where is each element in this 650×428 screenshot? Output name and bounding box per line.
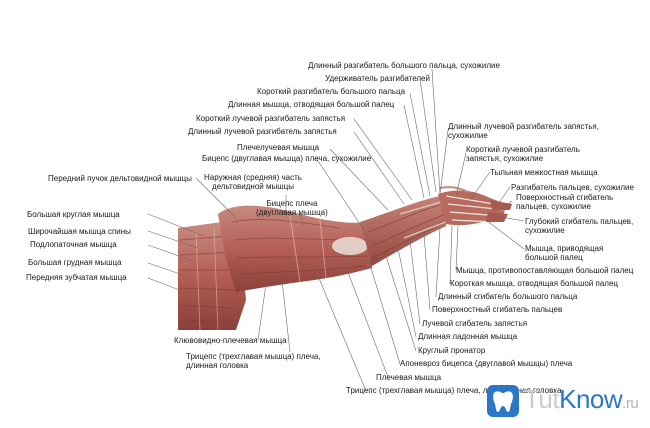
label-ecrl-tendon-line2: сухожилие	[448, 131, 488, 140]
label-middle-deltoid-line2: дельтовидной мышцы	[211, 182, 294, 191]
label-triceps-long-head-line2: длинная головка	[186, 361, 249, 370]
label-extensor-pollicis-brevis: Короткий разгибатель большого пальца	[257, 87, 406, 96]
label-dorsal-interosseous: Тыльная межкостная мышца	[490, 168, 598, 177]
label-teres-major: Большая круглая мышца	[27, 210, 120, 219]
label-ecrb-tendon-line2: запястья, сухожилие	[466, 154, 544, 163]
label-pectoralis-major: Большая грудная мышца	[28, 258, 122, 267]
hand-muscles	[438, 186, 512, 226]
label-abductor-pollicis-longus: Длинная мышца, отводящая большой палец	[228, 100, 395, 109]
label-biceps-brachii-line2: (двуглавая мышца)	[256, 208, 328, 217]
label-biceps-brachii: Бицепс плеча (двуглавая мышца)	[256, 199, 328, 217]
label-adductor-pollicis: Мышца, приводящая большой палец	[525, 244, 603, 262]
label-fdp-tendon: Глубокий сгибатель пальцев, сухожилие	[525, 217, 633, 235]
label-extensor-digitorum-tendon: Разгибатель пальцев, сухожилие	[511, 183, 634, 192]
label-flexor-digitorum-superficialis: Поверхностный сгибатель пальцев	[432, 305, 563, 314]
label-flexor-carpi-radialis: Лучевой сгибатель запястья	[422, 319, 528, 328]
logo-word-tut: Tut	[524, 384, 560, 414]
label-serratus-anterior: Передняя зубчатая мышца	[26, 273, 127, 282]
label-bicipital-aponeurosis: Апоневроз бицепса (двуглавой мышцы) плеч…	[400, 359, 573, 368]
label-subscapularis: Подлопаточная мышца	[30, 240, 117, 249]
logo-wordmark: TutKnow.ru	[524, 383, 639, 420]
label-biceps-brachii-line1: Бицепс плеча	[266, 199, 318, 208]
label-middle-deltoid-line1: Наружная (средняя) часть	[204, 173, 302, 182]
label-flexor-pollicis-longus: Длинный сгибатель большого пальца	[438, 292, 578, 301]
label-coracobrachialis: Клювовидно-плечевая мышца	[174, 336, 287, 345]
label-brachialis: Плечевая мышца	[376, 373, 442, 382]
label-extensor-carpi-radialis-longus: Длинный лучевой разгибатель запястья	[188, 127, 337, 136]
label-brachioradialis: Плечелучевая мышца	[237, 143, 320, 152]
label-ecrb-tendon-line1: Короткий лучевой разгибатель	[466, 145, 580, 154]
label-fds-tendon: Поверхностный сгибатель пальцев, сухожил…	[516, 193, 613, 211]
label-middle-deltoid: Наружная (средняя) часть дельтовидной мы…	[204, 173, 302, 191]
label-adductor-pollicis-line2: большой палец	[525, 253, 583, 262]
label-ecrb-tendon: Короткий лучевой разгибатель запястья, с…	[466, 145, 580, 163]
tooth-logo-icon	[487, 385, 519, 417]
leader-lines	[147, 68, 525, 392]
label-extensor-pollicis-longus-tendon: Длинный разгибатель большого пальца, сух…	[308, 61, 500, 70]
label-fdp-tendon-line1: Глубокий сгибатель пальцев,	[525, 217, 634, 226]
upper-arm-muscles	[218, 205, 372, 292]
logo-word-know: Know	[559, 384, 623, 414]
label-abductor-pollicis-brevis: Короткая мышца, отводящая большой палец	[450, 279, 619, 288]
forearm-muscles	[360, 196, 449, 266]
label-extensor-retinaculum: Удерживатель разгибателей	[325, 74, 430, 83]
label-extensor-carpi-radialis-brevis: Короткий лучевой разгибатель запястья	[196, 114, 346, 123]
label-ecrl-tendon: Длинный лучевой разгибатель запястья, су…	[448, 122, 599, 140]
label-fds-tendon-line2: пальцев, сухожилие	[516, 202, 591, 211]
label-fdp-tendon-line2: сухожилие	[525, 226, 565, 235]
label-anterior-deltoid: Передний пучок дельтовидной мышцы	[48, 174, 192, 183]
label-latissimus-dorsi: Широчайшая мышца спины	[28, 227, 131, 236]
label-opponens-pollicis: Мышца, противопоставляющая большой палец	[456, 266, 634, 275]
tutknow-logo[interactable]: TutKnow.ru	[486, 380, 646, 420]
label-fds-tendon-line1: Поверхностный сгибатель	[516, 193, 614, 202]
label-triceps-lateral-head: Трицепс (трехглавая мышца) плеча, латера…	[346, 386, 562, 395]
label-adductor-pollicis-line1: Мышца, приводящая	[525, 244, 604, 253]
label-ecrl-tendon-line1: Длинный лучевой разгибатель запястья,	[448, 122, 599, 131]
label-biceps-tendon: Бицепс (двуглавая мышца) плеча, сухожили…	[202, 154, 372, 163]
logo-word-ru: .ru	[622, 395, 639, 412]
label-triceps-long-head: Трицепс (трехглавая мышца) плеча, длинна…	[186, 352, 321, 370]
label-pronator-teres: Круглый пронатор	[418, 346, 486, 355]
label-triceps-long-head-line1: Трицепс (трехглавая мышца) плеча,	[186, 352, 321, 361]
label-palmaris-longus: Длинная ладонная мышца	[418, 332, 518, 341]
